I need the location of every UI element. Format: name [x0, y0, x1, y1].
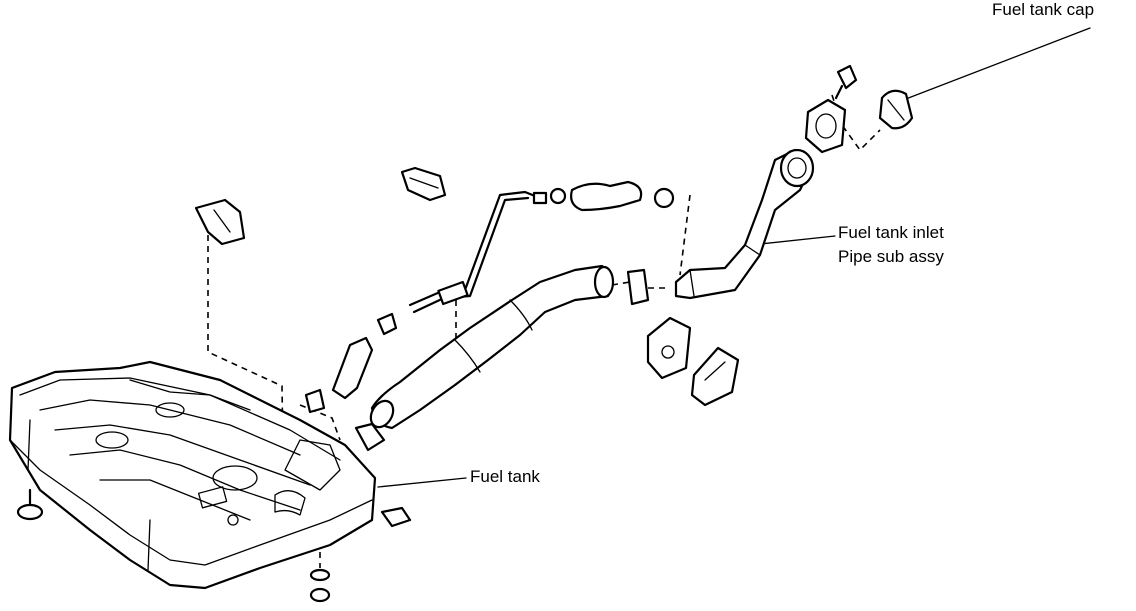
inlet-plate-2: [690, 346, 740, 407]
filler-hose-clamps: [354, 268, 650, 452]
leader-lines: [377, 27, 1091, 488]
fuel-tank-cap: [878, 89, 914, 130]
tank-bolt-bottom: [309, 568, 331, 603]
label-fuel-tank: Fuel tank: [470, 467, 540, 486]
label-fuel-tank-cap: Fuel tank cap: [992, 0, 1095, 19]
filler-hose: [369, 264, 615, 430]
inlet-plate-1: [646, 316, 692, 380]
hose-clamps-small: [304, 312, 398, 414]
breather-pipe: [408, 190, 548, 314]
fuel-tank: [8, 360, 377, 590]
cap-tether-clip: [834, 64, 858, 100]
tank-bracket: [380, 506, 412, 528]
breather-hose-upper: [549, 180, 675, 212]
label-fuel-tank-inlet-line2: Pipe sub assy: [838, 247, 944, 266]
label-fuel-tank-inlet-line1: Fuel tank inlet: [838, 223, 944, 242]
small-hose-left: [331, 336, 374, 400]
tank-bolt-left: [16, 488, 44, 521]
protector-clip: [194, 198, 246, 246]
upper-bracket: [400, 166, 447, 202]
fuel-tank-inlet-pipe: [674, 148, 815, 300]
cap-gasket: [804, 98, 847, 154]
